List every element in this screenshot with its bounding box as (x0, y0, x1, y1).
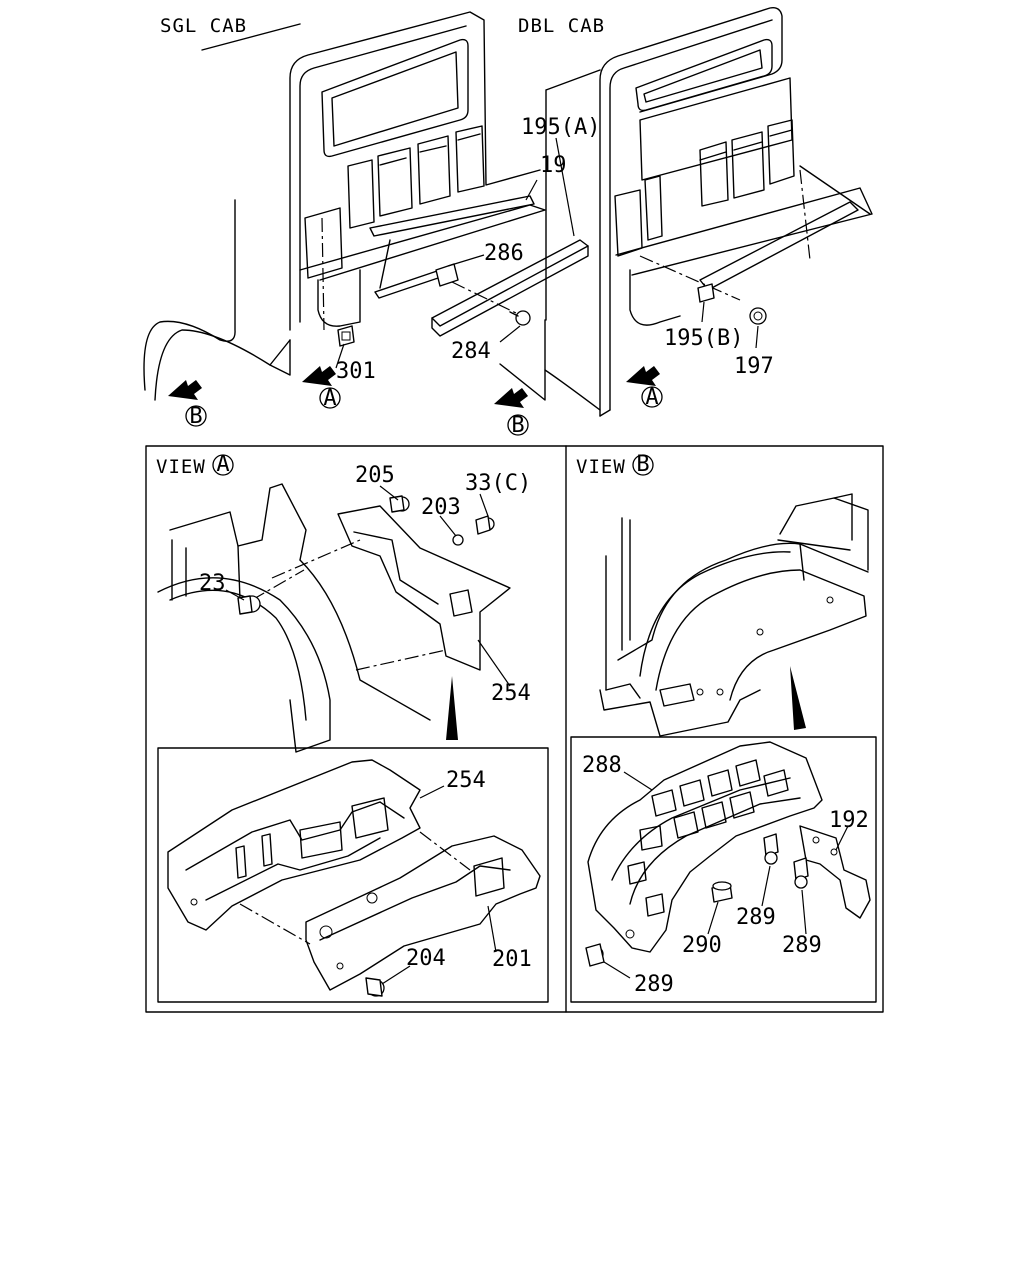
callout-197: 197 (734, 354, 774, 379)
marker-b: B (189, 404, 202, 429)
callout-286: 286 (484, 241, 524, 266)
view-a-drawing: VIEW A (156, 452, 541, 997)
callout-19: 19 (540, 153, 567, 178)
view-b-title: VIEW (576, 456, 626, 478)
callout-201: 201 (492, 947, 532, 972)
callout-288: 288 (582, 753, 622, 778)
dbl-cab-header: DBL CAB (518, 15, 605, 37)
callout-195b: 195(B) (664, 326, 743, 351)
views-frame (145, 445, 884, 1013)
marker-b: B (636, 452, 649, 477)
callout-289-a: 289 (736, 905, 776, 930)
callout-33c: 33(C) (465, 471, 531, 496)
marker-b: B (511, 413, 524, 438)
callout-289-b: 289 (782, 933, 822, 958)
sgl-cab-drawing: SGL CAB (143, 11, 601, 438)
callout-284: 284 (451, 339, 491, 364)
callout-290: 290 (682, 933, 722, 958)
callout-203: 203 (421, 495, 461, 520)
callout-204: 204 (406, 946, 446, 971)
callout-289-c: 289 (634, 972, 674, 997)
callout-254-view-a: 254 (491, 681, 531, 706)
callout-205: 205 (355, 463, 395, 488)
dbl-cab-drawing: DBL CAB A 195(B) 197 (518, 6, 873, 417)
marker-a: A (645, 385, 658, 410)
callout-23: 23 (199, 571, 226, 596)
callout-195a: 195(A) (521, 115, 600, 140)
marker-a: A (216, 452, 229, 477)
sgl-cab-header: SGL CAB (160, 15, 247, 37)
callout-192: 192 (829, 808, 869, 833)
callout-301: 301 (336, 359, 376, 384)
view-a-title: VIEW (156, 456, 206, 478)
callout-254-detail: 254 (446, 768, 486, 793)
view-b-drawing: VIEW B (576, 452, 871, 997)
marker-a: A (323, 386, 336, 411)
view-b-detail-frame (570, 736, 877, 1003)
view-a-detail-frame (157, 747, 549, 1003)
